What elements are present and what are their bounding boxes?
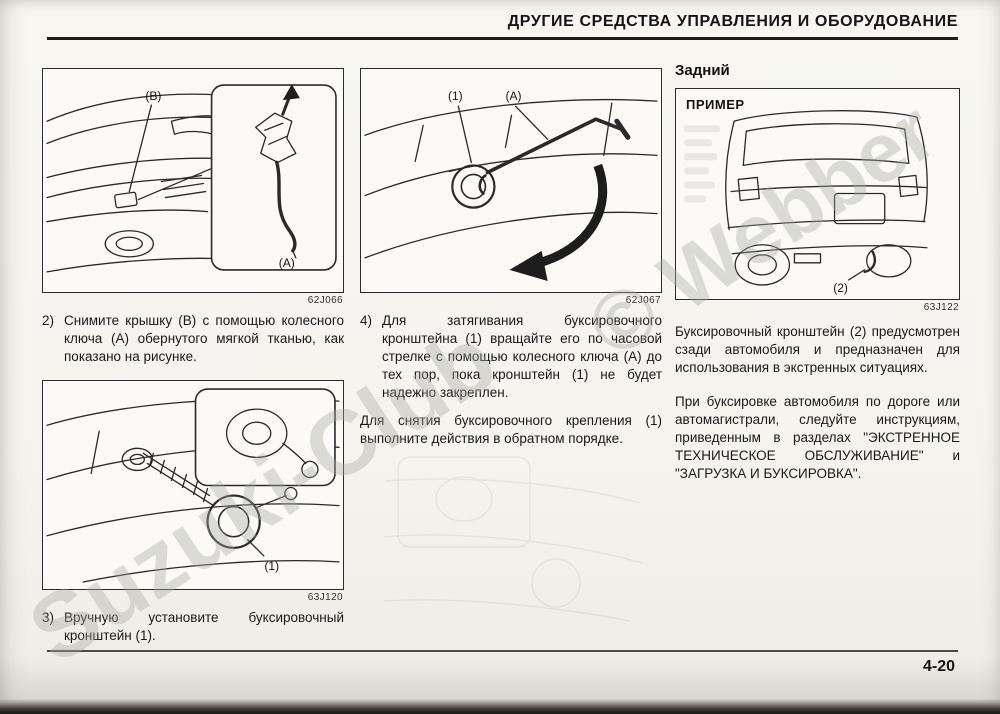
rear-section-heading: Задний xyxy=(675,62,730,79)
page-header-title: ДРУГИЕ СРЕДСТВА УПРАВЛЕНИЯ И ОБОРУДОВАНИ… xyxy=(507,13,958,30)
towing-reference-paragraph: При буксировке автомобиля по дороге или … xyxy=(675,394,960,481)
hook-install-illustration: (1) xyxy=(46,388,340,583)
rear-towing-illustration: (2) xyxy=(684,110,928,295)
column-middle: (1) (A) 62J067 4) Для затягивания буксир… xyxy=(360,62,662,448)
step-2-number: 2) xyxy=(42,313,55,328)
rotation-arrow-head-icon xyxy=(509,250,548,281)
column-left: (B) (A) 62J066 2) Снимите крышку (B) с п… xyxy=(42,62,344,645)
footer-rule xyxy=(47,650,958,652)
figure-rear-towing: ПРИМЕР xyxy=(675,88,960,300)
bumper-hole-inset-frame xyxy=(194,388,336,487)
clockwise-rotation-arrow xyxy=(534,163,608,269)
rear-hook-paragraph: Буксировочный кронштейн (2) предусмотрен… xyxy=(675,324,960,375)
figure-cover-removal: (B) (A) xyxy=(42,68,344,293)
figure-hook-tighten: (1) (A) xyxy=(360,68,662,293)
hook-tighten-illustration: (1) (A) xyxy=(364,89,658,281)
print-bleed-smudges xyxy=(684,125,721,203)
magnified-inset-frame xyxy=(210,84,337,271)
step-3: 3) Вручную установите буксировочный крон… xyxy=(42,609,344,645)
page-number: 4-20 xyxy=(922,658,955,675)
column-right: Задний ПРИМЕР xyxy=(675,62,960,483)
bleed-through-illustration xyxy=(383,456,643,622)
removal-note: Для снятия буксировочного крепления (1) … xyxy=(360,413,662,446)
step-2: 2) Снимите крышку (B) с помощью колесног… xyxy=(42,312,344,366)
step-3-text: Вручную установите буксировочный кронште… xyxy=(64,610,344,643)
figure-hook-install: (1) xyxy=(42,380,344,590)
figure-code-63J120: 63J120 xyxy=(307,592,343,603)
page-bleed-through xyxy=(380,445,648,635)
figure-code-62J066: 62J066 xyxy=(307,295,343,306)
figure-label-2: (2) xyxy=(833,281,848,295)
step-4: 4) Для затягивания буксировочного кроншт… xyxy=(360,312,662,402)
cover-removal-illustration: (B) (A) xyxy=(46,84,337,273)
figure-code-63J122: 63J122 xyxy=(923,302,959,313)
figure-label-1: (1) xyxy=(264,559,279,573)
step-3-number: 3) xyxy=(42,610,55,625)
figure-label-1: (1) xyxy=(448,89,463,103)
example-label: ПРИМЕР xyxy=(686,97,745,112)
scan-bottom-edge xyxy=(0,699,1000,714)
step-4-text: Для затягивания буксировочного кронштейн… xyxy=(382,313,662,400)
figure-label-b: (B) xyxy=(145,89,161,103)
step-2-text: Снимите крышку (B) с помощью колесного к… xyxy=(64,313,344,364)
pull-up-arrow-icon xyxy=(282,84,300,101)
page-header: ДРУГИЕ СРЕДСТВА УПРАВЛЕНИЯ И ОБОРУДОВАНИ… xyxy=(47,13,958,40)
step-4-number: 4) xyxy=(360,313,373,328)
figure-label-a: (A) xyxy=(279,256,295,270)
figure-label-a: (A) xyxy=(505,89,521,103)
figure-code-62J067: 62J067 xyxy=(625,295,661,306)
header-rule xyxy=(47,37,958,40)
